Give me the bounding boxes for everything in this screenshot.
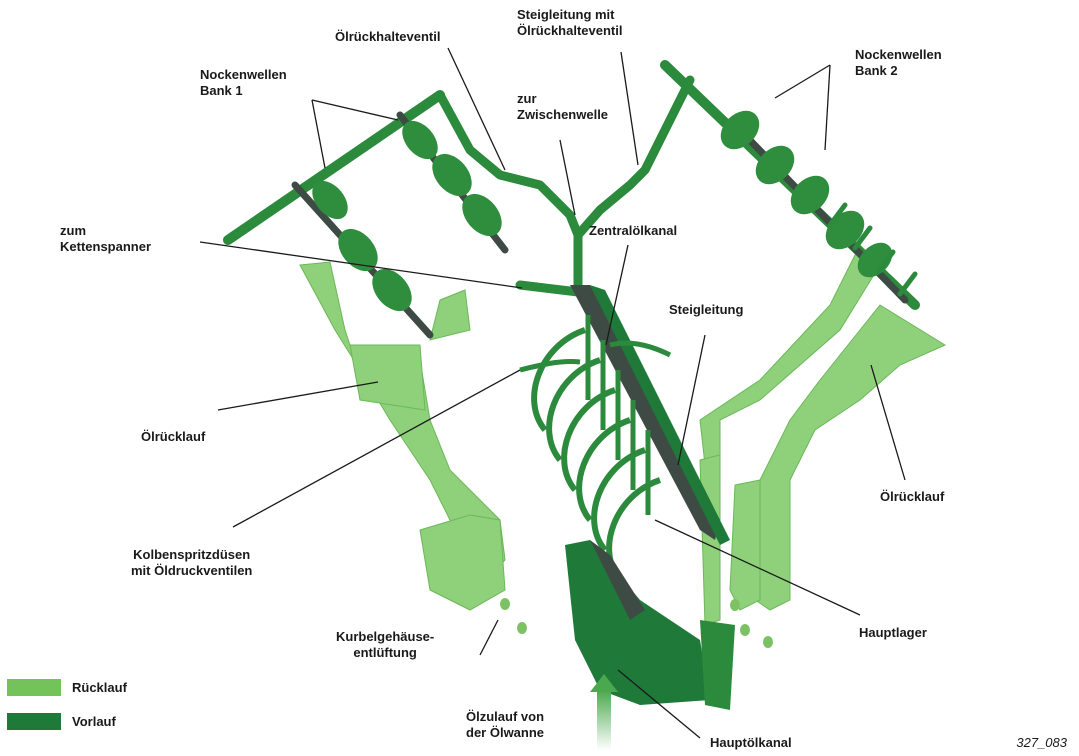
legend-swatch-vorlauf	[7, 713, 61, 730]
label-zur-zwischenwelle: zur Zwischenwelle	[517, 91, 608, 123]
label-nockenwellen-bank1: Nockenwellen Bank 1	[200, 67, 287, 99]
label-zentraloelkanal: Zentralölkanal	[589, 223, 677, 239]
leader-lines	[200, 48, 905, 738]
camshaft-bank-2	[665, 65, 915, 305]
label-oelrueckhalteventil: Ölrückhalteventil	[335, 29, 440, 45]
figure-number: 327_083	[1016, 735, 1067, 750]
legend-label-vorlauf: Vorlauf	[72, 714, 116, 730]
camshaft-bank-1	[228, 95, 510, 335]
label-oelzulauf: Ölzulauf von der Ölwanne	[466, 709, 544, 741]
label-oelruecklauf-right: Ölrücklauf	[880, 489, 944, 505]
label-steigleitung: Steigleitung	[669, 302, 743, 318]
central-oil-channel	[520, 285, 730, 580]
legend-label-ruecklauf: Rücklauf	[72, 680, 127, 696]
legend-swatch-ruecklauf	[7, 679, 61, 696]
label-oelruecklauf-left: Ölrücklauf	[141, 429, 205, 445]
label-kolbenspritzduesen: Kolbenspritzdüsen mit Öldruckventilen	[131, 547, 252, 579]
label-hauptlager: Hauptlager	[859, 625, 927, 641]
label-zum-kettenspanner: zum Kettenspanner	[60, 223, 151, 255]
label-hauptoelkanal: Hauptölkanal	[710, 735, 792, 751]
label-kurbelgehaeuse-entlueftung: Kurbelgehäuse- entlüftung	[336, 629, 434, 661]
return-channel-left	[300, 262, 505, 610]
label-steigleitung-mit-ventil: Steigleitung mit Ölrückhalteventil	[517, 7, 622, 39]
label-nockenwellen-bank2: Nockenwellen Bank 2	[855, 47, 942, 79]
